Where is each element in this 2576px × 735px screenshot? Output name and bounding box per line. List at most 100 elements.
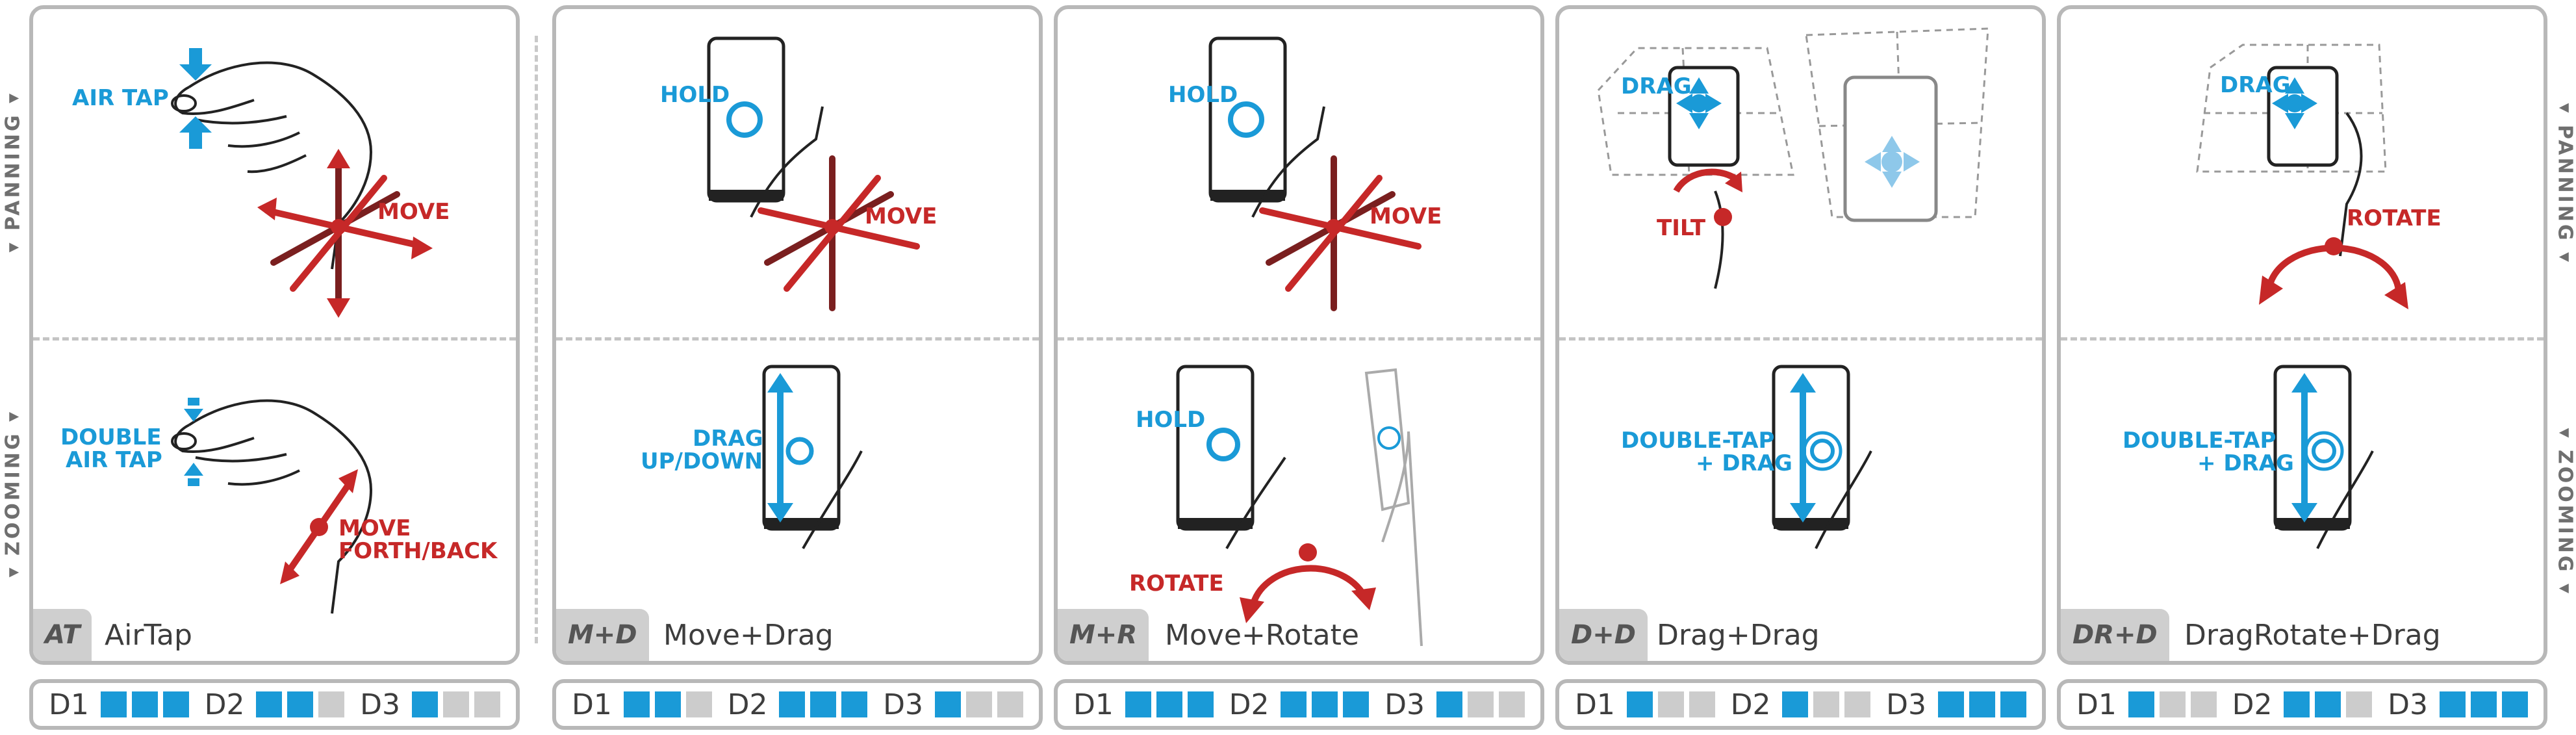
rating-label: D1 <box>1575 688 1615 721</box>
rating-square-filled <box>2471 691 2497 717</box>
rating-label: D2 <box>204 688 245 721</box>
rating-group-d3: D3 <box>1886 688 2026 721</box>
zooming-label-1: DRAG <box>693 426 763 452</box>
rating-square-empty <box>318 691 345 717</box>
rating-label: D2 <box>1730 688 1771 721</box>
phone-icon <box>1176 365 1255 531</box>
rating-square-filled <box>1281 691 1307 717</box>
rating-square-filled <box>1626 691 1653 717</box>
rating-group-d3: D3 <box>883 688 1023 721</box>
rating-square-filled <box>100 691 127 717</box>
rating-square-filled <box>412 691 438 717</box>
zooming-side-label-right: ▾ ZOOMING ▾ <box>2553 428 2576 597</box>
rating-square-filled <box>779 691 806 717</box>
rating-group-d2: D2 <box>1731 688 1871 721</box>
rating-square-filled <box>1343 691 1370 717</box>
panning-label-1: DRAG <box>2220 72 2291 98</box>
group-divider <box>535 36 538 643</box>
panning-label-2: ROTATE <box>2347 205 2442 231</box>
dragrotate-drag-illustration: DRAG ROTATE DOUBLE-TAP + DR <box>2123 44 2442 549</box>
panning-zooming-divider <box>1058 337 1540 341</box>
rating-group-d2: D2 <box>728 688 868 721</box>
zooming-label-1: DOUBLE-TAP <box>1621 428 1774 454</box>
panning-label-2: MOVE <box>865 203 937 229</box>
rating-bar-airtap: D1 D2 D3 <box>29 679 520 730</box>
rating-group-d2: D2 <box>205 688 345 721</box>
zooming-label-2: UP/DOWN <box>641 448 763 474</box>
panning-label-1: HOLD <box>660 82 730 108</box>
rating-square-filled <box>1436 691 1462 717</box>
drag-cross-icon <box>2272 77 2317 129</box>
panning-zooming-divider <box>556 337 1039 341</box>
double-tap-drag-icon <box>2291 373 2344 522</box>
panning-label-1: DRAG <box>1621 73 1692 99</box>
rating-square-empty <box>966 691 992 717</box>
rating-group-d1: D1 <box>572 688 712 721</box>
rotate-arc-icon <box>1240 543 1376 623</box>
panning-zooming-divider <box>33 337 516 341</box>
panning-label-2: MOVE <box>377 199 450 225</box>
rating-square-filled <box>287 691 314 717</box>
air-tap-arrows-icon <box>179 48 212 149</box>
rating-group-d2: D2 <box>2232 688 2373 721</box>
rating-group-d2: D2 <box>1229 688 1370 721</box>
rating-square-filled <box>162 691 189 717</box>
rating-square-filled <box>2284 691 2310 717</box>
rating-bar-move-rotate: D1 D2 D3 <box>1054 679 1544 730</box>
technique-panel-move-rotate: HOLD MOVE HOLD <box>1054 5 1544 665</box>
rating-square-filled <box>2502 691 2528 717</box>
rating-bar-drag-drag: D1 D2 D3 <box>1555 679 2046 730</box>
rating-label: D1 <box>1073 688 1114 721</box>
technique-panel-move-drag: HOLD MOVE DRAG UP/DOWN M+D <box>552 5 1043 665</box>
rating-square-filled <box>2315 691 2341 717</box>
rating-square-empty <box>1844 691 1871 717</box>
rating-square-filled <box>131 691 158 717</box>
technique-code-tag: M+D <box>556 609 649 661</box>
rating-square-filled <box>1969 691 1995 717</box>
technique-name: Drag+Drag <box>1657 618 1820 652</box>
drag-drag-illustration: DRAG TILT <box>1597 27 1989 549</box>
rating-label: D1 <box>572 688 612 721</box>
zooming-label-2: + DRAG <box>1696 450 1792 476</box>
phone-icon <box>2267 66 2339 167</box>
rating-label: D3 <box>1384 688 1425 721</box>
rating-square-empty <box>474 691 500 717</box>
rating-group-d1: D1 <box>49 688 189 721</box>
rating-square-empty <box>2159 691 2186 717</box>
technique-panel-dragrotate-drag: DRAG ROTATE DOUBLE-TAP + DR <box>2057 5 2547 665</box>
rating-square-filled <box>935 691 961 717</box>
rating-label: D1 <box>49 688 89 721</box>
airtap-illustration: AIR TAP MOVE <box>60 48 498 614</box>
rating-square-filled <box>2128 691 2154 717</box>
move-cross-icon <box>264 155 426 311</box>
move-rotate-illustration: HOLD MOVE HOLD <box>1129 36 1442 647</box>
technique-code-tag: DR+D <box>2061 609 2169 661</box>
rating-square-empty <box>997 691 1023 717</box>
rating-square-empty <box>443 691 469 717</box>
rating-square-empty <box>1689 691 1715 717</box>
rating-group-d1: D1 <box>2076 688 2217 721</box>
rating-square-empty <box>1657 691 1684 717</box>
rating-square-filled <box>2000 691 2026 717</box>
technique-panel-drag-drag: DRAG TILT <box>1555 5 2046 665</box>
tilt-arc-icon <box>1673 168 1742 226</box>
technique-name: DragRotate+Drag <box>2184 618 2441 652</box>
rating-label: D3 <box>2388 688 2428 721</box>
zooming-label-1: DOUBLE <box>60 424 162 450</box>
tilted-phone-icon <box>1364 368 1423 647</box>
rating-square-empty <box>2346 691 2373 717</box>
rating-square-filled <box>654 691 681 717</box>
rating-label: D2 <box>1229 688 1269 721</box>
double-tap-drag-icon <box>1790 373 1843 522</box>
rating-square-empty <box>1499 691 1525 717</box>
rating-square-filled <box>1938 691 1964 717</box>
zooming-label-4: FORTH/BACK <box>338 538 498 564</box>
rating-label: D3 <box>360 688 400 721</box>
panning-zooming-divider <box>2061 337 2544 341</box>
rating-square-empty <box>2190 691 2217 717</box>
rating-square-filled <box>1782 691 1809 717</box>
zooming-label-2: AIR TAP <box>66 447 162 473</box>
technique-code-tag: D+D <box>1559 609 1648 661</box>
rating-group-d3: D3 <box>1384 688 1525 721</box>
technique-name: AirTap <box>105 618 192 652</box>
